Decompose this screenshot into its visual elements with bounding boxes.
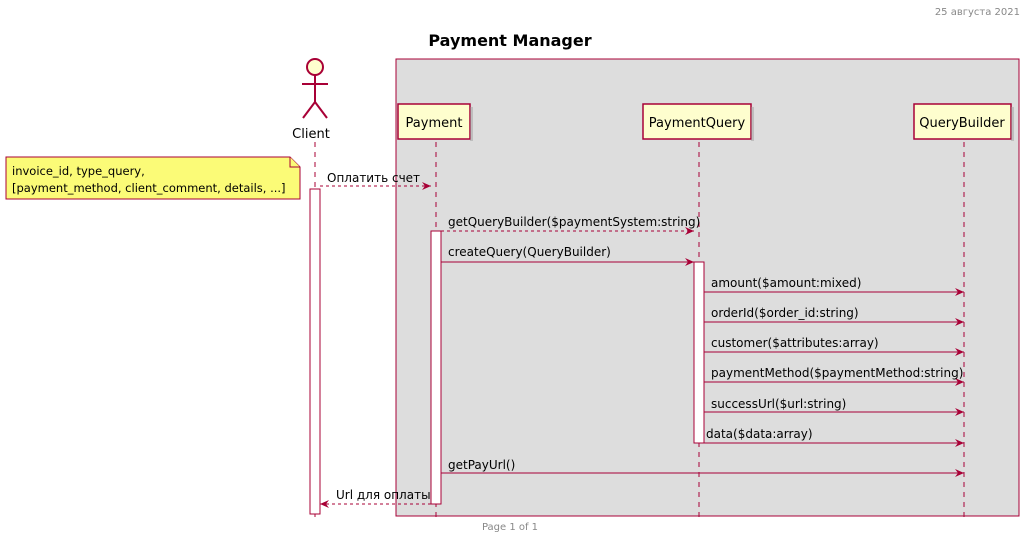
message-create-query-label: createQuery(QueryBuilder)	[448, 245, 611, 259]
message-payment-method: paymentMethod($paymentMethod:string)	[704, 366, 964, 386]
payment-activation-bar	[430, 230, 442, 505]
participant-payment: Payment	[397, 103, 473, 141]
client-actor: Client	[292, 58, 330, 142]
message-success-url: successUrl($url:string)	[704, 397, 964, 416]
stick-figure-actor-icon	[302, 58, 328, 119]
message-payment-url-return-label: Url для оплаты	[336, 488, 431, 502]
note-line-1: invoice_id, type_query,	[12, 164, 145, 178]
message-get-pay-url-label: getPayUrl()	[448, 458, 515, 472]
note-line-2: [payment_method, client_comment, details…	[12, 181, 286, 195]
message-payment-method-label: paymentMethod($paymentMethod:string)	[711, 366, 963, 380]
participant-payment-query: PaymentQuery	[642, 103, 754, 141]
message-create-query: createQuery(QueryBuilder)	[441, 245, 694, 266]
participant-query-builder: QueryBuilder	[913, 103, 1014, 141]
payment-query-activation-bar	[693, 261, 705, 444]
client-note: invoice_id, type_query, [payment_method,…	[5, 156, 301, 200]
message-order-id-label: orderId($order_id:string)	[711, 306, 859, 320]
participant-payment-label: Payment	[406, 116, 463, 131]
message-success-url-label: successUrl($url:string)	[711, 397, 846, 411]
message-amount-label: amount($amount:mixed)	[711, 276, 861, 290]
participant-payment-query-label: PaymentQuery	[649, 116, 746, 131]
message-pay-invoice: Оплатить счет	[320, 171, 431, 190]
message-customer-label: customer($attributes:array)	[711, 336, 879, 350]
client-actor-label: Client	[292, 127, 330, 142]
message-customer: customer($attributes:array)	[704, 336, 964, 356]
participant-query-builder-label: QueryBuilder	[919, 116, 1005, 131]
message-data: data($data:array)	[704, 427, 964, 447]
diagram-date: 25 августа 2021	[935, 7, 1020, 18]
message-pay-invoice-label: Оплатить счет	[327, 171, 420, 185]
message-amount: amount($amount:mixed)	[704, 276, 964, 296]
client-activation-bar	[309, 188, 321, 515]
page-footer: Page 1 of 1	[482, 522, 538, 533]
diagram-title: Payment Manager	[428, 31, 591, 50]
message-get-query-builder: getQueryBuilder($paymentSystem:string)	[441, 215, 700, 235]
message-get-query-builder-label: getQueryBuilder($paymentSystem:string)	[448, 215, 700, 229]
message-get-pay-url: getPayUrl()	[441, 458, 964, 477]
message-order-id: orderId($order_id:string)	[704, 306, 964, 326]
message-data-label: data($data:array)	[706, 427, 813, 441]
message-payment-url-return: Url для оплаты	[320, 488, 431, 508]
